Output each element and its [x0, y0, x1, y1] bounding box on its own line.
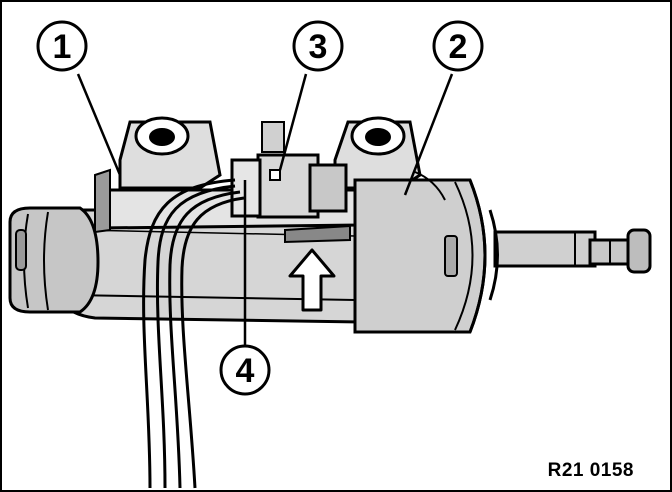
end-cap [8, 206, 100, 314]
callout-4: 4 [219, 344, 271, 396]
leader-lines [76, 73, 454, 345]
callout-2-label: 2 [449, 28, 468, 66]
mounting-bosses [118, 116, 422, 190]
sensor-connector [230, 153, 348, 219]
latch-slot [284, 224, 351, 244]
reference-code: R21 0158 [547, 460, 634, 481]
callout-1: 1 [36, 20, 88, 72]
callout-4-label: 4 [236, 352, 255, 390]
leader-line-1 [76, 73, 122, 176]
callout-2: 2 [432, 20, 484, 72]
callout-3-label: 3 [309, 28, 328, 66]
push-rod [493, 228, 652, 274]
leader-line-3 [278, 73, 308, 171]
leader-line-2 [403, 73, 454, 196]
wiring-harness [142, 178, 245, 489]
up-arrow-icon [288, 248, 336, 312]
reservoir-cylinder [353, 171, 499, 334]
callout-3: 3 [292, 20, 344, 72]
callout-1-label: 1 [53, 28, 72, 66]
